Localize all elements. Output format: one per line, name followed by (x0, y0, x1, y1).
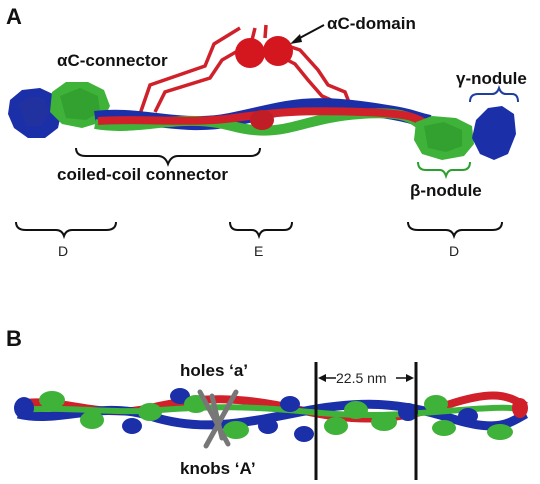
region-label-d-right: D (449, 243, 459, 259)
knobs-label: knobs ‘A’ (180, 459, 256, 478)
alpha-c-connector-label: αC-connector (57, 51, 168, 70)
fibrinogen-molecule (8, 82, 516, 160)
coiled-coil-brace (75, 147, 261, 167)
holes-label: holes ‘a’ (180, 361, 248, 380)
beta-nodule-brace (417, 161, 471, 180)
region-brace-e (229, 221, 293, 240)
spacing-label: 22.5 nm (336, 370, 387, 386)
region-label-e: E (254, 243, 263, 259)
coiled-coil-label: coiled-coil connector (57, 165, 228, 184)
fibrin-protofibril (14, 388, 529, 442)
region-label-d-left: D (58, 243, 68, 259)
knob-hole-lines (197, 389, 239, 449)
panel-a-label: A (6, 4, 22, 29)
panel-b-label: B (6, 326, 22, 351)
region-brace-d-left (15, 221, 117, 240)
beta-nodule-label: β-nodule (410, 181, 482, 200)
gamma-nodule-brace (469, 84, 519, 103)
alpha-c-domain-label: αC-domain (327, 14, 416, 33)
gamma-nodule-label: γ-nodule (456, 69, 527, 88)
spacing-arrows (318, 374, 414, 382)
alpha-c-domain-arrow (290, 24, 325, 44)
region-brace-d-right (407, 221, 503, 240)
alpha-c-domain-structure (138, 24, 381, 115)
